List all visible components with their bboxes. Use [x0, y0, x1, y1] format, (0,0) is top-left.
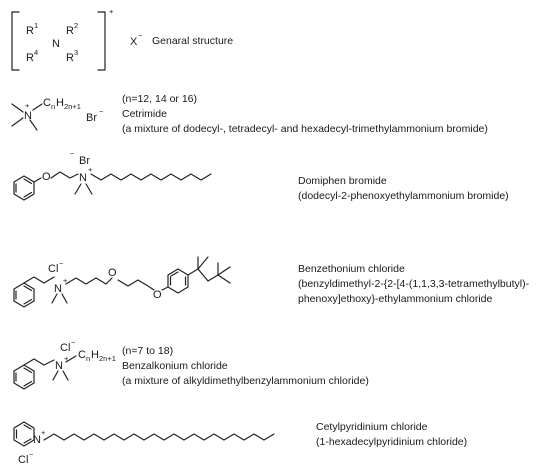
left-bracket — [11, 11, 20, 71]
benzalkonium-detail: (a mixture of alkyldimethylbenzylammoniu… — [122, 375, 369, 387]
benzalkonium-charge: + — [64, 354, 69, 363]
domiphen-n: N — [79, 172, 87, 184]
general-structure: + R 1 R 2 N R 4 R 3 X − — [11, 7, 143, 71]
benzethonium-anion-charge: − — [59, 259, 64, 268]
cetrimide-chain-c: C — [43, 97, 51, 109]
cetrimide-name: Cetrimide — [122, 108, 167, 120]
benzethonium-benzene-ring — [13, 282, 35, 308]
domiphen-charge: + — [88, 165, 93, 174]
general-n: N — [52, 38, 60, 50]
r4-sup: 4 — [34, 48, 38, 57]
general-charge: + — [109, 7, 114, 16]
cetrimide-anion: Br — [86, 112, 97, 124]
general-description: Genaral structure — [152, 34, 233, 49]
cetrimide-structure: + N C n H 2n+1 Br − — [11, 97, 104, 131]
benzalkonium-name: Benzalkonium chloride — [122, 360, 228, 372]
benzalkonium-anion-charge: − — [71, 338, 76, 347]
benzethonium-detail-2: phenoxy]ethoxy}-ethylammonium chloride — [298, 293, 493, 305]
r3-label: R — [66, 52, 74, 64]
benzalkonium-range: (n=7 to 18) — [122, 345, 174, 357]
r4-label: R — [26, 52, 34, 64]
general-name: Genaral structure — [152, 35, 234, 47]
benzethonium-detail-1: (benzyldimethyl-2-{2-[4-(1,1,3,3-tetrame… — [298, 278, 530, 290]
domiphen-structure: O N + Br − — [13, 149, 212, 201]
benzalkonium-anion: Cl — [60, 342, 70, 354]
domiphen-alkyl-chain — [90, 173, 212, 181]
benzalkonium-description: (n=7 to 18) Benzalkonium chloride (a mix… — [122, 344, 369, 389]
benzalkonium-chain-n: n — [86, 354, 90, 363]
cetrimide-range: (n=12, 14 or 16) — [122, 93, 198, 105]
benzalkonium-chain-formula: 2n+1 — [99, 354, 116, 363]
benzethonium-n: N — [54, 283, 62, 295]
benzalkonium-chain-c: C — [78, 349, 86, 361]
r1-label: R — [26, 25, 34, 37]
cetylpyridinium-anion: Cl — [18, 454, 28, 466]
benzalkonium-n: N — [55, 360, 63, 372]
domiphen-description: Domiphen bromide (dodecyl-2-phenoxyethyl… — [298, 174, 509, 204]
right-bracket — [97, 11, 106, 71]
r3-sup: 3 — [74, 48, 78, 57]
benzethonium-name: Benzethonium chloride — [298, 263, 405, 275]
domiphen-o: O — [42, 171, 51, 183]
cetrimide-chain-formula: 2n+1 — [64, 102, 81, 111]
pyridinium-n: N — [33, 434, 41, 446]
benzethonium-structure: N + Cl − O O — [13, 256, 231, 308]
pyridinium-charge: + — [41, 428, 46, 437]
domiphen-name: Domiphen bromide — [298, 175, 387, 187]
general-anion-charge: − — [138, 31, 143, 40]
cetrimide-description: (n=12, 14 or 16) Cetrimide (a mixture of… — [122, 92, 488, 137]
cetylpyridinium-name: Cetylpyridinium chloride — [316, 421, 428, 433]
domiphen-anion: Br — [79, 155, 90, 167]
r1-sup: 1 — [34, 21, 38, 30]
cetrimide-anion-charge: − — [99, 107, 104, 116]
domiphen-anion-charge: − — [70, 149, 75, 158]
cetylpyridinium-description: Cetylpyridinium chloride (1-hexadecylpyr… — [316, 420, 467, 450]
benzethonium-o2: O — [153, 289, 162, 301]
benzethonium-description: Benzethonium chloride (benzyldimethyl-2-… — [298, 262, 529, 307]
domiphen-detail: (dodecyl-2-phenoxyethylammonium bromide) — [298, 190, 509, 202]
cetrimide-chain-n: n — [51, 102, 55, 111]
benzalkonium-benzene-ring — [13, 364, 35, 390]
benzethonium-charge: + — [63, 276, 68, 285]
pyridinium-ring — [13, 421, 35, 447]
cetylpyridinium-structure: N + Cl − — [13, 421, 275, 466]
cetrimide-charge: + — [25, 101, 30, 110]
cetrimide-n: N — [24, 110, 32, 122]
general-anion: X — [130, 36, 138, 48]
cetrimide-detail: (a mixture of dodecyl-, tetradecyl- and … — [122, 123, 488, 135]
r2-label: R — [66, 25, 74, 37]
r2-sup: 2 — [74, 21, 78, 30]
benzalkonium-chain-h: H — [91, 349, 99, 361]
benzethonium-anion: Cl — [48, 263, 58, 275]
benzalkonium-structure: N + Cl − C n H 2n+1 — [13, 338, 116, 390]
cetyl-chain — [43, 433, 275, 441]
cetylpyridinium-detail: (1-hexadecylpyridinium chloride) — [316, 436, 468, 448]
cetrimide-chain-h: H — [56, 97, 64, 109]
cetylpyridinium-anion-charge: − — [29, 450, 34, 459]
benzethonium-o1: O — [108, 267, 117, 279]
